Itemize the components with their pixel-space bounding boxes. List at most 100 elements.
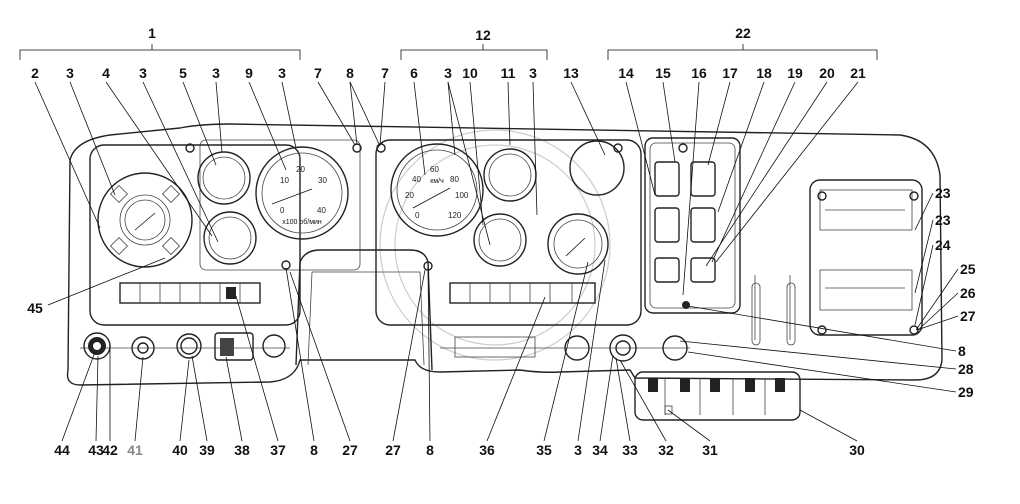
callout-label: 3 [66,65,74,81]
callout-label: 21 [850,65,866,81]
callout-label: 15 [655,65,671,81]
callout-label: 30 [849,442,865,458]
leader-line [570,81,606,156]
leader-line [281,81,297,149]
speedo-tick: 120 [448,211,462,220]
callout-label: 10 [462,65,478,81]
tach-tick: 0 [280,206,285,215]
callout-label: 24 [935,237,951,253]
lower-left-controls [80,332,290,361]
leader-line [707,81,731,166]
leader-line [47,257,166,306]
leader-line [532,81,538,216]
callout-label: 9 [245,65,253,81]
leader-line [134,356,144,442]
callout-label: 5 [179,65,187,81]
callout-label: 31 [702,442,718,458]
leader-line [69,81,116,196]
leader-line [285,267,315,442]
callout-label: 27 [342,442,358,458]
callout-label: 43 [88,442,104,458]
tachometer: 20 10 30 0 40 x100 об/мин [255,146,349,240]
tach-tick: 20 [296,165,305,174]
leader-line [619,359,667,442]
tach-tick: 40 [317,206,326,215]
leader-line [717,81,765,213]
callout-label: 2 [31,65,39,81]
leader-line [379,81,386,146]
screw-icon [909,325,919,335]
speedo-tick: 80 [450,175,459,184]
gauge-35 [547,213,609,275]
leader-line [191,355,208,442]
leader-line [662,81,676,163]
leader-line [715,81,859,263]
callout-label: 34 [592,442,608,458]
screw-icon [185,143,195,153]
gauge-10 [473,213,527,267]
callout-label: 23 [935,212,951,228]
callout-label: 7 [381,65,389,81]
callout-label: 37 [270,442,286,458]
speedo-tick: 20 [405,191,414,200]
group-label: 12 [475,27,491,43]
left-indicator-strip [119,282,261,304]
callout-label: 3 [574,442,582,458]
callout-label: 41 [127,442,143,458]
leader-line [486,296,546,442]
callout-label: 3 [212,65,220,81]
leader-line [914,192,934,231]
center-instrument-panel [375,139,642,326]
speedo-unit: км/ч [430,178,444,185]
callout-label: 8 [426,442,434,458]
leader-line [105,81,213,237]
screw-icon [613,143,623,153]
callout-label: 44 [54,442,70,458]
leader-line [215,81,223,153]
leader-line [225,356,243,442]
callout-label: 8 [346,65,354,81]
leader-line [705,81,828,267]
leader-line [179,359,190,442]
callout-label: 8 [310,442,318,458]
callout-label: 25 [960,261,976,277]
callout-label: 45 [27,300,43,316]
leader-line [917,292,959,331]
callout-label: 8 [958,343,966,359]
callout-label: 32 [658,442,674,458]
callout-label: 38 [234,442,250,458]
leader-line [682,81,700,296]
leader-line [317,81,356,146]
leader-line [392,269,426,442]
leader-line [667,409,711,442]
leader-line [916,315,959,331]
callout-label: 27 [385,442,401,458]
callout-label: 29 [958,384,974,400]
center-indicator-strip [449,282,596,304]
group-label: 22 [735,25,751,41]
callout-label: 42 [102,442,118,458]
speedo-tick: 40 [412,175,421,184]
leader-line [349,81,381,147]
callout-label: 39 [199,442,215,458]
speedometer: 40 60 80 20 100 0 120 км/ч [390,143,484,237]
left-instrument-panel [89,144,301,326]
leader-line [349,81,358,146]
leader-line [182,81,217,166]
speedo-tick: 60 [430,165,439,174]
callout-label: 4 [102,65,110,81]
callout-label: 36 [479,442,495,458]
gauge-11 [483,148,537,202]
group-bracket [607,44,878,60]
callout-label: 3 [139,65,147,81]
dashboard-outline [66,123,943,386]
leader-line [914,244,934,326]
tach-tick: 30 [318,176,327,185]
leader-line [799,409,858,442]
callout-label: 28 [958,361,974,377]
leader-line [687,305,957,352]
leader-line [687,351,957,393]
callout-label: 23 [935,185,951,201]
